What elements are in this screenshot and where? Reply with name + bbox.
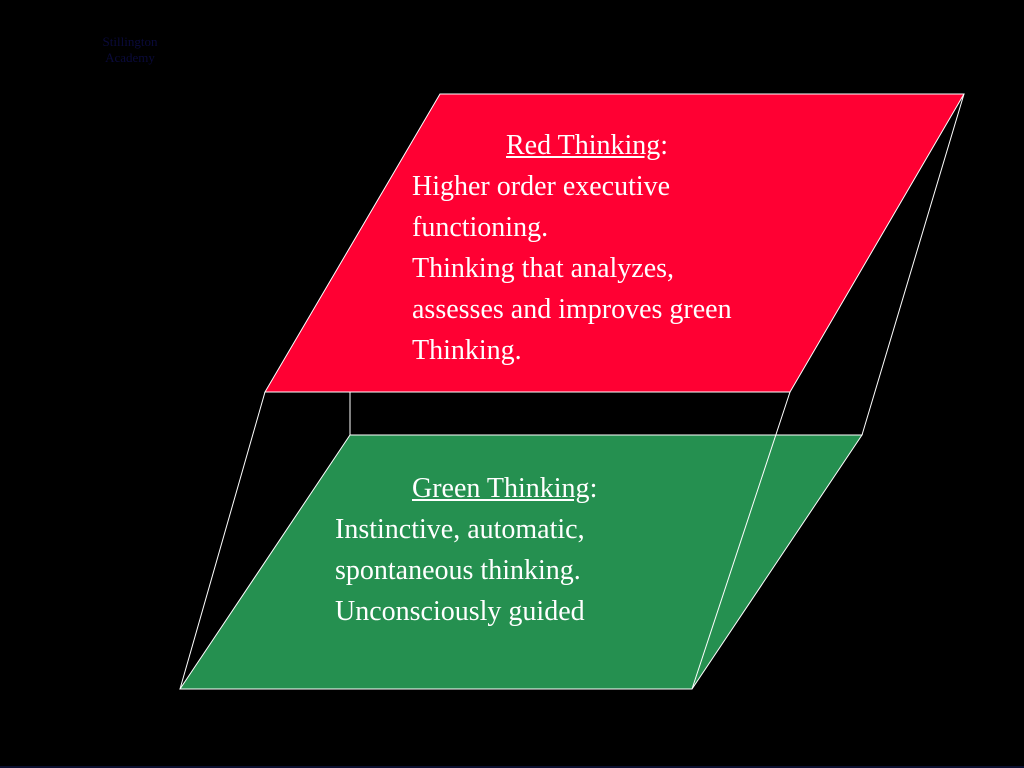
green-thinking-title: Green Thinking bbox=[412, 473, 590, 504]
red-thinking-line: Thinking. bbox=[412, 335, 522, 366]
red-thinking-text: Red Thinking: Higher order executive fun… bbox=[412, 125, 822, 371]
red-thinking-colon: : bbox=[660, 130, 669, 161]
green-thinking-line: Instinctive, automatic, bbox=[335, 514, 585, 545]
green-thinking-line: spontaneous thinking. bbox=[335, 555, 581, 586]
corner-label-line-2: Academy bbox=[105, 50, 155, 65]
green-thinking-line: Unconsciously guided bbox=[335, 596, 585, 627]
back-right-edge bbox=[861, 93, 965, 436]
red-thinking-line: Higher order executive bbox=[412, 171, 671, 202]
red-thinking-heading: Red Thinking: bbox=[412, 125, 822, 166]
front-right-edge bbox=[691, 391, 791, 690]
green-thinking-heading: Green Thinking: bbox=[335, 468, 665, 509]
green-thinking-text: Green Thinking: Instinctive, automatic, … bbox=[335, 468, 665, 632]
corner-label: Stillington Academy bbox=[78, 34, 182, 66]
corner-label-line-1: Stillington bbox=[102, 34, 158, 49]
red-thinking-line: assesses and improves green bbox=[412, 294, 732, 325]
green-thinking-colon: : bbox=[589, 473, 598, 504]
bottom-rule bbox=[0, 766, 1024, 768]
red-thinking-line: Thinking that analyzes, bbox=[412, 253, 675, 284]
red-thinking-line: functioning. bbox=[412, 212, 549, 243]
front-left-edge bbox=[179, 391, 266, 690]
red-thinking-title: Red Thinking bbox=[506, 130, 661, 161]
